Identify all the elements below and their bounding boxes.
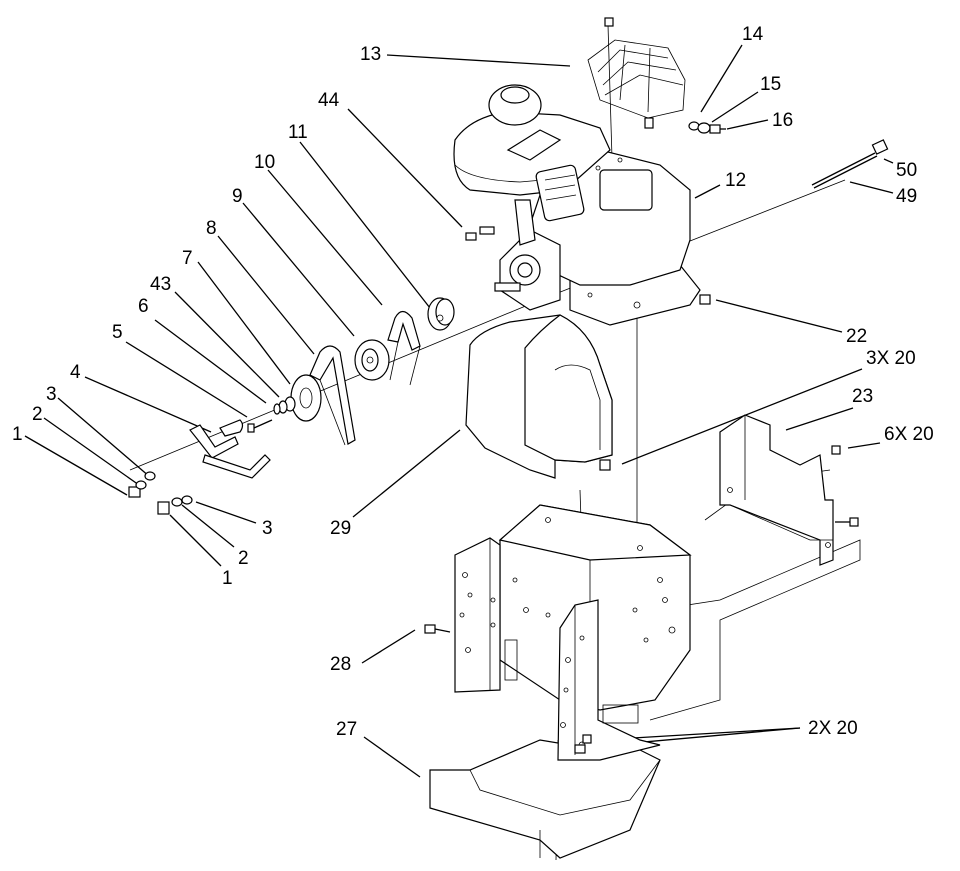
fastener-hardware (128, 471, 193, 515)
callout-1b: 1 (222, 568, 233, 589)
callout-6x20: 6X 20 (884, 424, 934, 445)
callout-50: 50 (896, 160, 917, 181)
callout-22: 22 (846, 326, 867, 347)
callout-15: 15 (760, 74, 781, 95)
callout-28: 28 (330, 654, 351, 675)
callout-11: 11 (288, 122, 308, 143)
screws (574, 734, 592, 754)
callout-23: 23 (852, 386, 873, 407)
callout-12: 12 (725, 170, 746, 191)
callout-14: 14 (742, 24, 764, 45)
drive-pulley (427, 297, 455, 331)
callout-4: 4 (70, 362, 81, 383)
callout-5: 5 (112, 322, 123, 343)
belt-rear (309, 345, 356, 446)
bottom-pan (429, 739, 661, 859)
callout-49: 49 (896, 186, 917, 207)
callout-9: 9 (232, 186, 243, 207)
belt-guard (465, 314, 613, 479)
pulley-disk (290, 374, 322, 422)
front-side-plate (557, 599, 661, 761)
key-bolt (465, 226, 495, 241)
callout-7: 7 (182, 248, 193, 269)
callout-16: 16 (772, 110, 793, 131)
callout-13: 13 (360, 44, 381, 65)
callout-6: 6 (138, 296, 149, 317)
callout-2b: 2 (238, 548, 249, 569)
callout-2: 2 (32, 404, 43, 425)
left-side-panel (424, 537, 518, 693)
callout-43: 43 (150, 274, 171, 295)
shaft-bracket (189, 419, 271, 479)
idler-pulley (354, 339, 390, 381)
wire-guard (587, 17, 686, 129)
callout-3b: 3 (262, 518, 273, 539)
callout-10: 10 (254, 152, 275, 173)
washer-bolt-set (688, 121, 726, 134)
rod-assembly (811, 139, 889, 189)
callout-2x20: 2X 20 (808, 718, 858, 739)
belt-front (387, 310, 421, 386)
callout-8: 8 (206, 218, 217, 239)
callout-labels: 1 2 3 4 5 6 43 7 8 9 10 11 44 13 14 15 1… (12, 24, 934, 740)
rear-right-bracket (719, 414, 859, 566)
engine (453, 84, 711, 326)
callout-1: 1 (12, 424, 23, 445)
callout-29: 29 (330, 518, 351, 539)
callout-27: 27 (336, 719, 357, 740)
callout-3: 3 (46, 384, 57, 405)
hub-hardware (247, 396, 296, 433)
callout-44: 44 (318, 90, 340, 111)
callout-3x20: 3X 20 (866, 348, 916, 369)
